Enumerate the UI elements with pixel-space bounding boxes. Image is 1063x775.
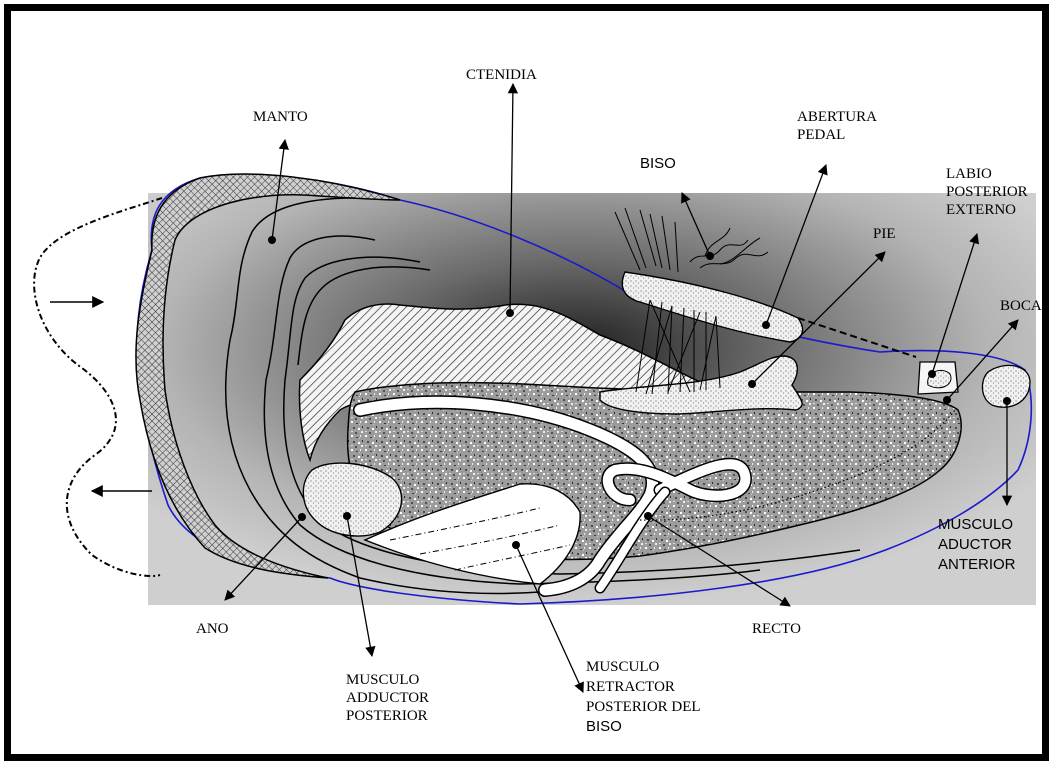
label-abertura-pedal: ABERTURA PEDAL	[797, 108, 877, 144]
label-labio-line-1: LABIO	[946, 165, 1028, 183]
label-labio: LABIO POSTERIOR EXTERNO	[946, 165, 1028, 219]
label-manto: MANTO	[253, 108, 308, 126]
label-mr-line-3: POSTERIOR DEL	[586, 697, 701, 717]
label-abertura-line-1: ABERTURA	[797, 108, 877, 126]
label-maa-line-2: ADUCTOR	[938, 535, 1016, 555]
label-musculo-retractor: MUSCULO RETRACTOR POSTERIOR DEL BISO	[586, 657, 701, 737]
label-abertura-line-2: PEDAL	[797, 126, 877, 144]
label-labio-line-3: EXTERNO	[946, 201, 1028, 219]
label-ano: ANO	[196, 620, 229, 638]
label-labio-line-2: POSTERIOR	[946, 183, 1028, 201]
label-musculo-aductor-anterior: MUSCULO ADUCTOR ANTERIOR	[938, 515, 1016, 575]
label-musculo-adductor-posterior: MUSCULO ADDUCTOR POSTERIOR	[346, 671, 429, 725]
label-map-line-3: POSTERIOR	[346, 707, 429, 725]
label-mr-line-4: BISO	[586, 717, 701, 737]
label-maa-line-1: MUSCULO	[938, 515, 1016, 535]
label-map-line-2: ADDUCTOR	[346, 689, 429, 707]
label-mr-line-1: MUSCULO	[586, 657, 701, 677]
label-ctenidia: CTENIDIA	[466, 66, 537, 84]
label-recto: RECTO	[752, 620, 801, 638]
label-map-line-1: MUSCULO	[346, 671, 429, 689]
label-maa-line-3: ANTERIOR	[938, 555, 1016, 575]
label-pie: PIE	[873, 225, 896, 243]
label-biso: BISO	[640, 155, 676, 173]
label-boca: BOCA	[1000, 297, 1042, 315]
label-mr-line-2: RETRACTOR	[586, 677, 701, 697]
